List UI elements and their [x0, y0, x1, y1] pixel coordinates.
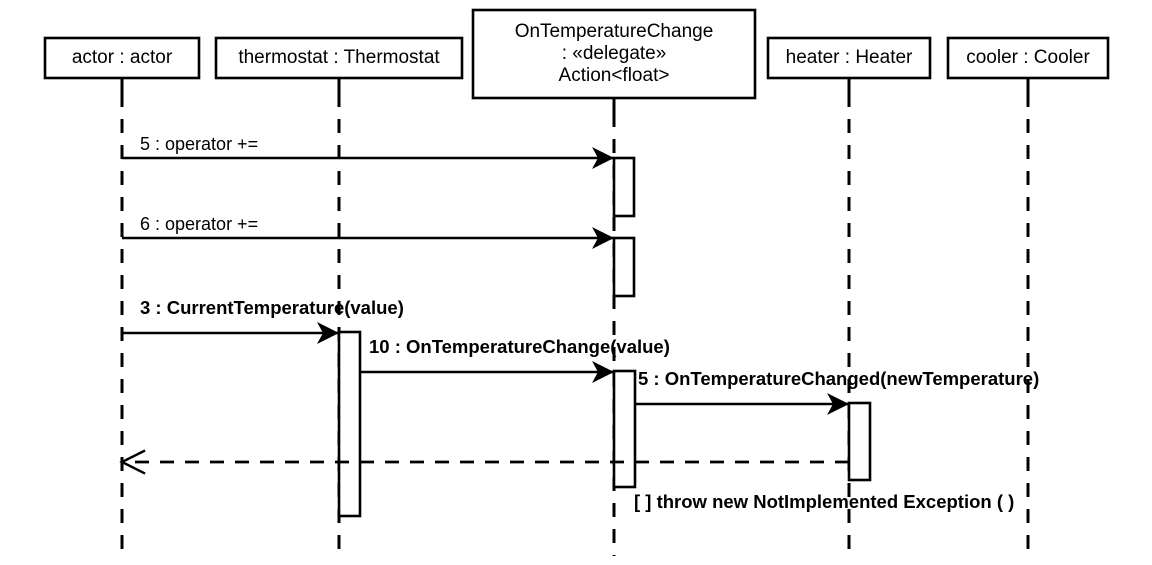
lifeline-header-box-cooler[interactable] [946, 36, 1110, 80]
lifeline-label-delegate: : «delegate» [562, 43, 667, 64]
lifeline-label-delegate: Action<float> [559, 65, 670, 86]
message-6-actor-to-delegate[interactable]: 6 : operator += [122, 214, 614, 249]
message-label: 3 : CurrentTemperature(value) [140, 297, 404, 318]
lifeline-label-thermostat: thermostat : Thermostat [238, 47, 440, 68]
activation-bar-thermostat[interactable] [337, 330, 362, 518]
lifeline-label-cooler: cooler : Cooler [966, 47, 1090, 68]
lifeline-label-heater: heater : Heater [786, 47, 913, 68]
activation-bar-heater[interactable] [847, 401, 872, 482]
message-5-delegate-to-heater[interactable]: 5 : OnTemperatureChanged(newTemperature) [635, 368, 1039, 415]
activation-bar-delegate[interactable] [612, 156, 636, 218]
arrowhead-open-icon [119, 449, 146, 475]
arrowhead-filled-icon [592, 227, 614, 249]
notes-layer: [ ] throw new NotImplemented Exception (… [634, 491, 1014, 512]
message-return-heater-to-actor[interactable] [119, 449, 849, 475]
lifelines-layer: actor : actor thermostat : Thermostat OnTe… [43, 8, 1110, 556]
activation-bar-delegate[interactable] [612, 236, 636, 298]
lifeline-thermostat[interactable]: thermostat : Thermostat [214, 36, 464, 556]
message-5-actor-to-delegate[interactable]: 5 : operator += [122, 134, 614, 169]
message-label: 10 : OnTemperatureChange(value) [369, 336, 670, 357]
lifeline-header-box-heater[interactable] [766, 36, 932, 80]
lifeline-label-actor: actor : actor [72, 47, 173, 68]
messages-layer: 5 : operator += 6 : operator += 3 : Curren… [119, 134, 1039, 475]
lifeline-label-delegate: OnTemperatureChange [515, 21, 714, 42]
activations-layer [337, 156, 872, 518]
lifeline-heater[interactable]: heater : Heater [766, 36, 932, 556]
exception-note: [ ] throw new NotImplemented Exception (… [634, 491, 1014, 512]
arrowhead-filled-icon [317, 322, 339, 344]
activation-bar-delegate[interactable] [612, 369, 637, 489]
lifeline-delegate[interactable]: OnTemperatureChange: «delegate»Action<fl… [471, 8, 757, 556]
arrowhead-filled-icon [592, 361, 614, 383]
message-3-actor-to-thermostat[interactable]: 3 : CurrentTemperature(value) [122, 297, 404, 344]
lifeline-header-box-delegate[interactable] [471, 8, 757, 100]
message-label: 5 : OnTemperatureChanged(newTemperature) [638, 368, 1039, 389]
arrowhead-filled-icon [827, 393, 849, 415]
message-label: 6 : operator += [140, 214, 258, 234]
arrowhead-filled-icon [592, 147, 614, 169]
lifeline-cooler[interactable]: cooler : Cooler [946, 36, 1110, 556]
message-label: 5 : operator += [140, 134, 258, 154]
message-10-thermostat-to-delegate[interactable]: 10 : OnTemperatureChange(value) [360, 336, 670, 383]
lifeline-actor[interactable]: actor : actor [43, 36, 201, 556]
